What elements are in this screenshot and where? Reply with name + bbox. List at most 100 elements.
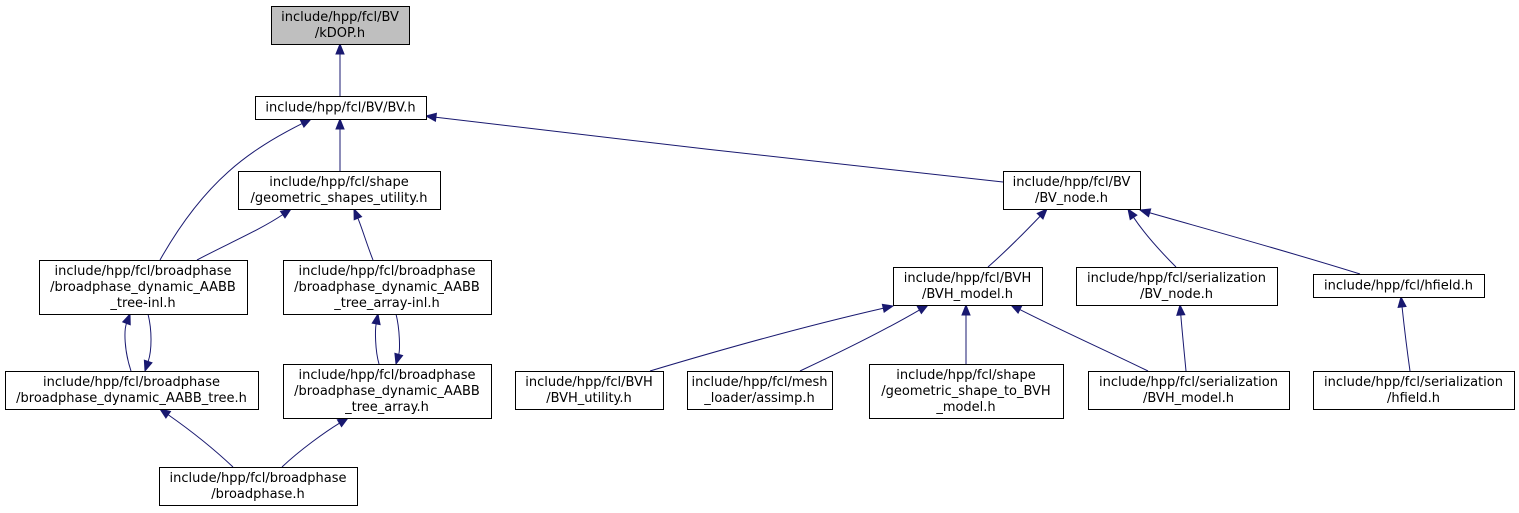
edge-arrowhead (335, 42, 345, 55)
node-shape_to_bvh[interactable]: include/hpp/fcl/shape/geometric_shape_to… (869, 364, 1064, 419)
node-box (1313, 371, 1515, 410)
node-label-line: _tree_array-inl.h (333, 296, 440, 311)
edge-geom_util-to-bv (335, 117, 345, 171)
edge-arrowhead (335, 117, 345, 130)
edge-broadphase-to-dyn_tree (158, 408, 234, 468)
edge-line (649, 307, 884, 372)
edge-arrowhead (1397, 295, 1407, 308)
edge-bv-to-kdop (335, 42, 345, 96)
edge-line (395, 313, 400, 355)
edge-arrowhead (121, 312, 131, 326)
node-label-line: include/hpp/fcl/BV (281, 10, 399, 25)
node-dyn_tree[interactable]: include/hpp/fcl/broadphase/broadphase_dy… (5, 371, 259, 410)
edge-arrowhead (158, 408, 172, 419)
node-label-line: include/hpp/fcl/mesh (692, 375, 828, 390)
node-box (283, 364, 492, 419)
node-ser_bv_node[interactable]: include/hpp/fcl/serialization/BV_node.h (1076, 267, 1278, 306)
edge-line (124, 323, 132, 372)
node-dyn_arr[interactable]: include/hpp/fcl/broadphase/broadphase_dy… (283, 364, 492, 419)
node-bvh_model[interactable]: include/hpp/fcl/BVH/BVH_model.h (893, 267, 1043, 306)
node-box (238, 171, 441, 210)
node-box (271, 6, 410, 45)
node-label-line: include/hpp/fcl/serialization (1324, 375, 1503, 390)
edge-line (1149, 212, 1361, 275)
edge-arrowhead (1176, 303, 1186, 316)
edge-dyn_arr_inl-to-geom_util (353, 207, 374, 261)
node-dyn_inl[interactable]: include/hpp/fcl/broadphase/broadphase_dy… (39, 260, 248, 315)
node-box (255, 96, 427, 120)
node-label-line: include/hpp/fcl/BV (1013, 175, 1131, 190)
node-geom_util[interactable]: include/hpp/fcl/shape/geometric_shapes_u… (238, 171, 441, 210)
node-label-line: /broadphase_dynamic_AABB (294, 280, 480, 295)
node-kdop: include/hpp/fcl/BV/kDOP.h (271, 6, 410, 45)
node-label-line: /geometric_shapes_utility.h (251, 191, 428, 206)
node-hfield[interactable]: include/hpp/fcl/hfield.h (1313, 274, 1485, 298)
edge-dyn_arr_inl-to-dyn_arr (394, 313, 404, 366)
node-label-line: include/hpp/fcl/BVH (904, 271, 1032, 286)
node-ser_bvh_model[interactable]: include/hpp/fcl/serialization/BVH_model.… (1088, 371, 1290, 410)
edge-ser_bvh_model-to-bvh_model (1009, 304, 1149, 372)
edge-arrowhead (394, 352, 404, 366)
node-bv[interactable]: include/hpp/fcl/BV/BV.h (255, 96, 427, 120)
edge-line (1133, 217, 1177, 268)
nodes-layer: include/hpp/fcl/BV/kDOP.hinclude/hpp/fcl… (5, 6, 1515, 506)
node-box (893, 267, 1043, 306)
edge-arrowhead (299, 118, 313, 128)
edge-ser_bv_node-to-bv_node (1127, 207, 1177, 268)
edge-line (374, 323, 380, 365)
node-label-line: include/hpp/fcl/hfield.h (1324, 279, 1473, 294)
node-label-line: include/hpp/fcl/broadphase (298, 264, 475, 279)
edge-line (1180, 314, 1187, 372)
node-label-line: /BVH_model.h (922, 287, 1013, 302)
edge-arrowhead (916, 304, 930, 315)
node-assimp[interactable]: include/hpp/fcl/mesh_loader/assimp.h (687, 371, 833, 410)
node-box (515, 371, 664, 410)
edge-broadphase-to-dyn_arr (281, 417, 350, 468)
node-box (1088, 371, 1290, 410)
node-label-line: _tree-inl.h (109, 296, 175, 311)
node-label-line: /BVH_utility.h (546, 391, 632, 406)
node-broadphase[interactable]: include/hpp/fcl/broadphase/broadphase.h (159, 467, 358, 506)
edge-arrowhead (424, 112, 438, 122)
node-label-line: include/hpp/fcl/broadphase (298, 368, 475, 383)
edge-arrowhead (881, 303, 895, 313)
edge-line (147, 313, 152, 362)
edge-line (281, 422, 340, 468)
node-label-line: _loader/assimp.h (703, 391, 814, 406)
node-label-line: include/hpp/fcl/broadphase (54, 264, 231, 279)
edge-hfield-to-bv_node (1138, 208, 1361, 275)
node-label-line: /kDOP.h (315, 26, 365, 41)
edge-dyn_inl-to-geom_util (196, 208, 293, 261)
edge-bv_node-to-bv (424, 112, 1004, 183)
node-box (1003, 171, 1141, 210)
node-box (5, 371, 259, 410)
node-box (39, 260, 248, 315)
edge-bvh_util-to-bvh_model (649, 303, 895, 372)
node-bvh_util[interactable]: include/hpp/fcl/BVH/BVH_utility.h (515, 371, 664, 410)
node-label-line: _tree_array.h (344, 400, 429, 415)
node-label-line: /broadphase_dynamic_AABB_tree.h (16, 391, 247, 406)
edge-arrowhead (1127, 207, 1138, 221)
node-label-line: include/hpp/fcl/shape (896, 368, 1036, 383)
edge-bvh_model-to-bv_node (987, 208, 1048, 268)
edge-arrowhead (279, 208, 293, 219)
edge-arrowhead (1036, 208, 1048, 220)
edge-line (987, 215, 1041, 268)
edge-assimp-to-bvh_model (799, 304, 930, 372)
node-dyn_arr_inl[interactable]: include/hpp/fcl/broadphase/broadphase_dy… (283, 260, 492, 315)
edge-line (1401, 306, 1411, 372)
node-box (869, 364, 1064, 419)
edge-dyn_tree-to-dyn_inl (121, 312, 132, 372)
edge-line (196, 214, 284, 261)
node-ser_hfield[interactable]: include/hpp/fcl/serialization/hfield.h (1313, 371, 1515, 410)
edge-arrowhead (143, 359, 153, 373)
edge-line (167, 414, 234, 468)
node-label-line: include/hpp/fcl/shape (269, 175, 409, 190)
edge-line (357, 218, 374, 261)
node-label-line: include/hpp/fcl/serialization (1087, 271, 1266, 286)
node-label-line: /geometric_shape_to_BVH (881, 384, 1050, 399)
edge-arrowhead (1009, 304, 1023, 314)
node-bv_node[interactable]: include/hpp/fcl/BV/BV_node.h (1003, 171, 1141, 210)
node-label-line: include/hpp/fcl/broadphase (43, 375, 220, 390)
